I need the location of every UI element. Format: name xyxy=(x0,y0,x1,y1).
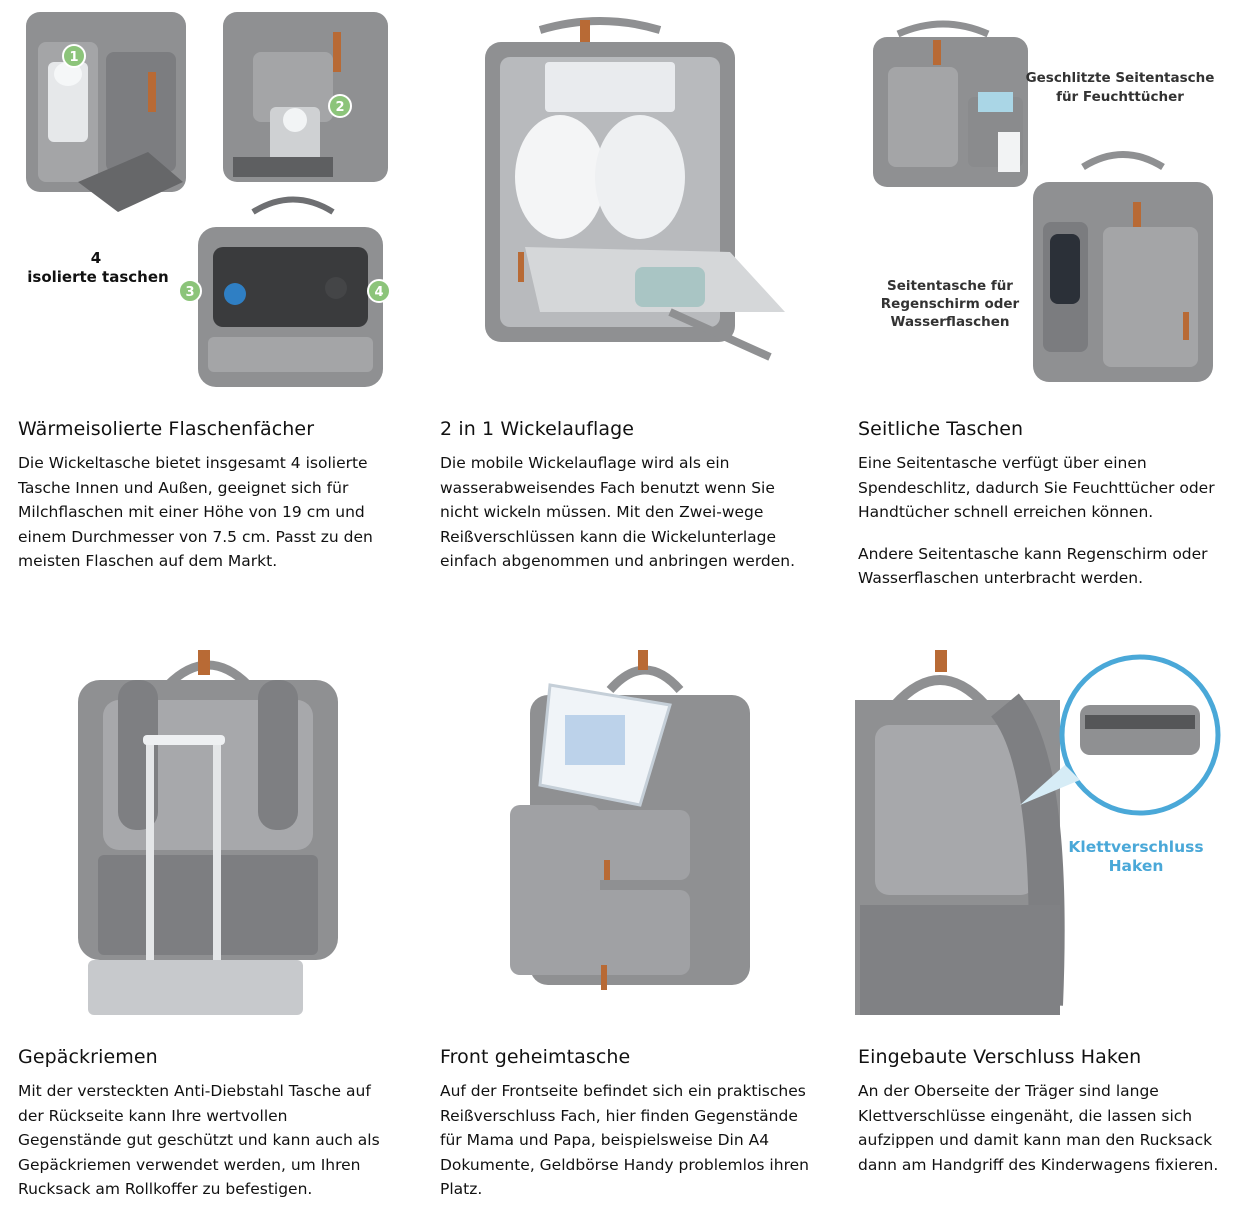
svg-text:1: 1 xyxy=(69,50,78,65)
product-image-luggage-strap xyxy=(18,645,396,1015)
image-label-wipes-2: für Feuchttücher xyxy=(1056,89,1184,105)
feature-title-side-pockets: Seitliche Taschen xyxy=(858,418,1024,440)
feature-text-insulated: Die Wickeltasche bietet insgesamt 4 isol… xyxy=(18,451,388,591)
feature-title-luggage-strap: Gepäckriemen xyxy=(18,1046,158,1068)
image-label-wipes-1: Geschlitzte Seitentasche xyxy=(1026,70,1215,86)
image-label-velcro-1: Klettverschluss xyxy=(1068,838,1203,856)
image-label-umbrella-2: Regenschirm oder xyxy=(881,296,1020,312)
product-image-velcro-hooks: Klettverschluss Haken xyxy=(855,645,1225,1015)
badge-2: 2 xyxy=(328,94,352,118)
product-image-insulated-pockets: 1 2 3 4 4 isolierte taschen xyxy=(18,12,396,390)
image-label-velcro-2: Haken xyxy=(1109,857,1164,875)
feature-title-insulated: Wärmeisolierte Flaschenfächer xyxy=(18,418,315,440)
feature-title-velcro-hooks: Eingebaute Verschluss Haken xyxy=(858,1046,1142,1068)
image-label-umbrella-1: Seitentasche für xyxy=(887,278,1013,294)
feature-paragraph: Die mobile Wickelauflage wird als ein wa… xyxy=(440,454,796,570)
product-image-front-pocket xyxy=(440,645,818,1015)
badge-1: 1 xyxy=(62,44,86,68)
feature-paragraph: Die Wickeltasche bietet insgesamt 4 isol… xyxy=(18,454,373,570)
feature-paragraph: Eine Seitentasche verfügt über einen Spe… xyxy=(858,454,1215,521)
image-label-insulated: isolierte taschen xyxy=(27,268,168,286)
product-image-side-pockets: Geschlitzte Seitentasche für Feuchttüche… xyxy=(858,12,1223,390)
svg-text:4: 4 xyxy=(374,285,383,300)
feature-paragraph: An der Oberseite der Träger sind lange K… xyxy=(858,1082,1219,1174)
feature-paragraph: Auf der Frontseite befindet sich ein pra… xyxy=(440,1082,809,1198)
svg-text:2: 2 xyxy=(335,100,344,115)
product-image-changing-pad xyxy=(440,12,818,390)
feature-paragraph: Mit der versteckten Anti-Diebstahl Tasch… xyxy=(18,1082,380,1198)
feature-title-front-pocket: Front geheimtasche xyxy=(440,1046,631,1068)
feature-text-side-pockets: Eine Seitentasche verfügt über einen Spe… xyxy=(858,451,1228,608)
badge-3: 3 xyxy=(178,279,202,303)
image-label-umbrella-3: Wasserflaschen xyxy=(891,314,1010,330)
svg-text:3: 3 xyxy=(185,285,194,300)
feature-text-changing-pad: Die mobile Wickelauflage wird als ein wa… xyxy=(440,451,810,591)
feature-paragraph: Andere Seitentasche kann Regenschirm ode… xyxy=(858,544,1208,588)
feature-title-changing-pad: 2 in 1 Wickelauflage xyxy=(440,418,635,440)
feature-text-luggage-strap: Mit der versteckten Anti-Diebstahl Tasch… xyxy=(18,1079,388,1219)
image-label-count: 4 xyxy=(91,249,101,267)
feature-text-front-pocket: Auf der Frontseite befindet sich ein pra… xyxy=(440,1079,815,1219)
badge-4: 4 xyxy=(367,279,391,303)
feature-text-velcro-hooks: An der Oberseite der Träger sind lange K… xyxy=(858,1079,1228,1194)
